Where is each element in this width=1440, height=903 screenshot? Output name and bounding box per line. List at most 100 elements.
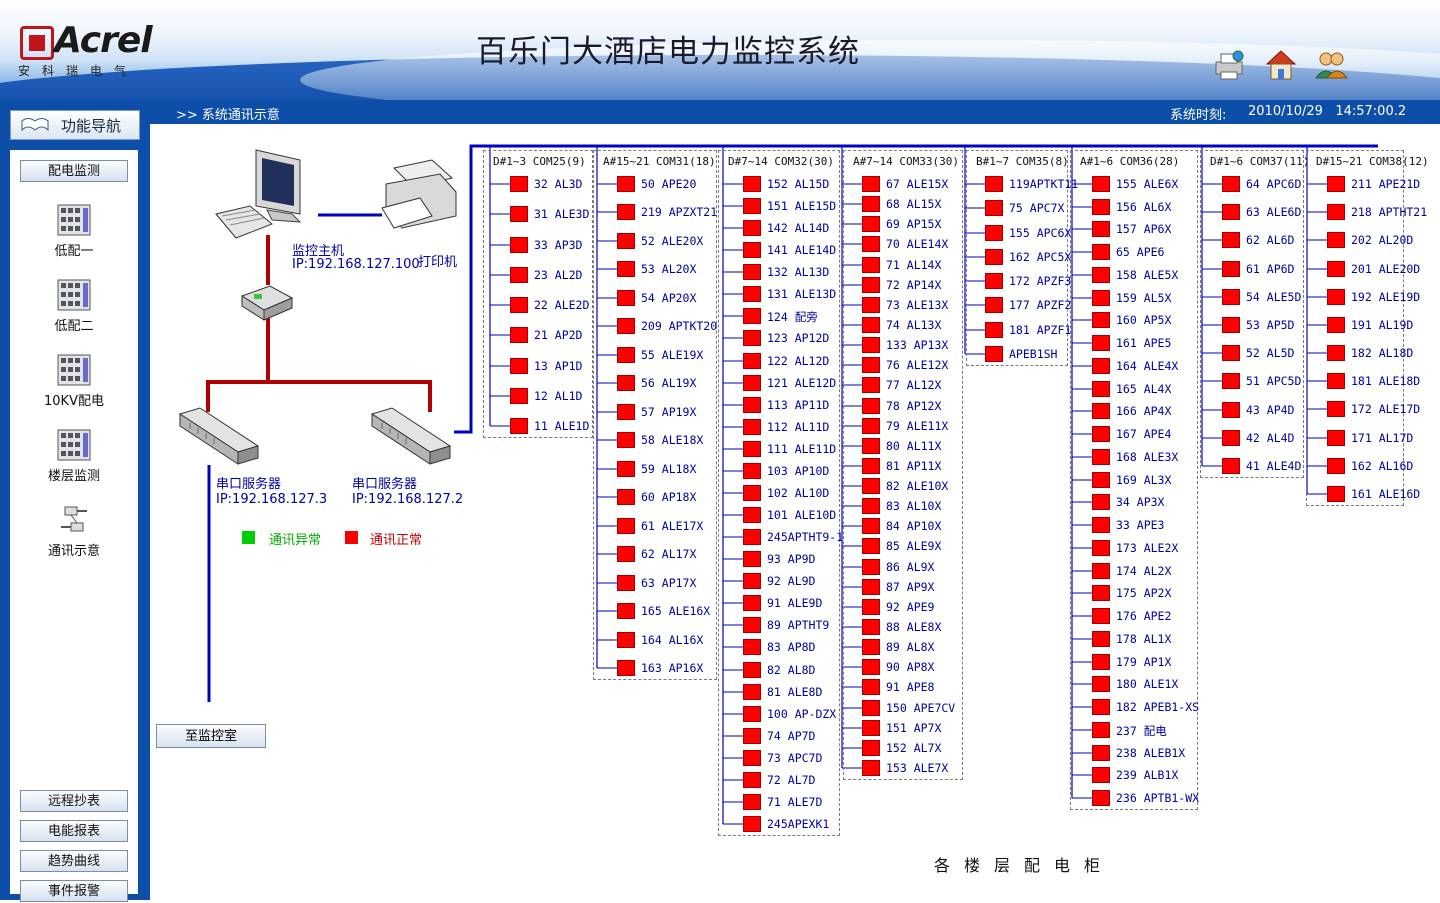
status-indicator-normal [743,485,761,501]
nav-item-comm-diagram[interactable]: 通讯示意 [10,504,138,559]
status-indicator-normal [862,740,880,756]
status-indicator-normal [743,639,761,655]
device-label: 172 APZF3 [1009,274,1072,288]
status-indicator-normal [1092,494,1110,510]
device-label: 218 APTHT21 [1351,205,1428,219]
nav-item-label: 低配二 [54,319,94,334]
energy-report-button[interactable]: 电能报表 [20,820,128,842]
device-label: 59 AL18X [641,462,697,476]
device-label: 56 AL19X [641,376,697,390]
device-label: 62 AL17X [641,547,697,561]
status-indicator-normal [743,220,761,236]
device-column-box [593,150,717,680]
nav-item-low-dist-2[interactable]: 低配二 [10,279,138,334]
status-indicator-normal [1222,430,1240,446]
status-indicator-normal [1327,289,1345,305]
status-indicator-normal [862,720,880,736]
device-label: 88 ALE8X [886,620,942,634]
status-indicator-normal [743,595,761,611]
device-label: 42 AL4D [1246,431,1295,445]
device-label: 91 ALE9D [767,596,823,610]
nav-item-floor-monitor[interactable]: 楼层监测 [10,429,138,484]
status-indicator-normal [510,176,528,192]
status-indicator-normal [862,176,880,192]
users-icon[interactable] [1314,48,1348,82]
status-indicator-normal [1327,176,1345,192]
nav-item-label: 10KV配电 [44,394,104,409]
switch-icon [240,285,294,321]
status-indicator-normal [743,551,761,567]
status-indicator-normal [743,264,761,280]
status-indicator-normal [862,700,880,716]
device-label: 76 ALE12X [886,358,949,372]
device-label: 72 AL7D [767,773,816,787]
device-label: 155 ALE6X [1116,177,1179,191]
to-control-room-button[interactable]: 至监控室 [156,724,266,748]
status-indicator-normal [1092,540,1110,556]
status-indicator-normal [862,518,880,534]
device-label: 91 APE8 [886,680,935,694]
device-label: 165 AL4X [1116,382,1172,396]
nav-item-10kv[interactable]: 10KV配电 [10,354,138,409]
device-label: 71 ALE7D [767,795,823,809]
legend-abnormal-label: 通讯异常 [269,533,322,548]
status-indicator-normal [862,478,880,494]
status-indicator-normal [862,679,880,695]
status-indicator-normal [617,290,635,306]
device-column-box [1070,150,1198,810]
status-indicator-normal [862,498,880,514]
device-label: 54 AP20X [641,291,697,305]
printer-icon[interactable] [1212,48,1246,82]
event-alarm-button[interactable]: 事件报警 [20,880,128,902]
status-indicator-normal [510,267,528,283]
status-indicator-normal [743,397,761,413]
status-indicator-normal [1327,261,1345,277]
device-label: 72 AP14X [886,278,942,292]
system-time-label: 系统时刻: [1170,108,1227,123]
app-title: 百乐门大酒店电力监控系统 [476,34,860,70]
device-label: 166 AP4X [1116,404,1172,418]
device-column-box [843,150,963,780]
status-indicator-normal [985,346,1003,362]
home-icon[interactable] [1264,48,1298,82]
status-indicator-normal [510,418,528,434]
status-indicator-normal [743,441,761,457]
device-label: 121 ALE12D [767,376,837,390]
status-indicator-normal [1092,722,1110,738]
status-indicator-normal [862,438,880,454]
device-label: 179 AP1X [1116,655,1172,669]
switchgear-icon [57,429,91,461]
status-bar: >> 系统通讯示意 系统时刻: 2010/10/29 14:57:00.2 [0,100,1440,124]
status-indicator-normal [1222,261,1240,277]
device-label: 74 AP7D [767,729,816,743]
device-label: 63 AP17X [641,576,697,590]
device-label: 85 ALE9X [886,539,942,553]
switchgear-icon [57,279,91,311]
status-indicator-normal [1327,401,1345,417]
status-indicator-normal [743,684,761,700]
device-label: 50 APE20 [641,177,697,191]
host-label: 监控主机 [292,244,345,259]
status-indicator-normal [617,432,635,448]
status-indicator-normal [743,286,761,302]
device-label: 151 ALE15D [767,199,837,213]
device-label: 57 AP19X [641,405,697,419]
device-label: 69 AP15X [886,217,942,231]
logo-mark [20,26,54,60]
trend-curve-button[interactable]: 趋势曲线 [20,850,128,872]
status-indicator-normal [743,772,761,788]
device-label: 141 ALE14D [767,243,837,257]
status-indicator-normal [1092,221,1110,237]
remote-meter-button[interactable]: 远程抄表 [20,790,128,812]
distribution-monitor-button[interactable]: 配电监测 [20,160,128,182]
status-indicator-normal [617,603,635,619]
nav-item-low-dist-1[interactable]: 低配一 [10,204,138,259]
status-indicator-normal [743,573,761,589]
device-label: 41 ALE4D [1246,459,1302,473]
status-indicator-normal [510,358,528,374]
device-label: 122 AL12D [767,354,830,368]
device-column-box [966,150,1068,366]
status-indicator-normal [510,206,528,222]
status-indicator-normal [1092,517,1110,533]
status-indicator-normal [862,538,880,554]
